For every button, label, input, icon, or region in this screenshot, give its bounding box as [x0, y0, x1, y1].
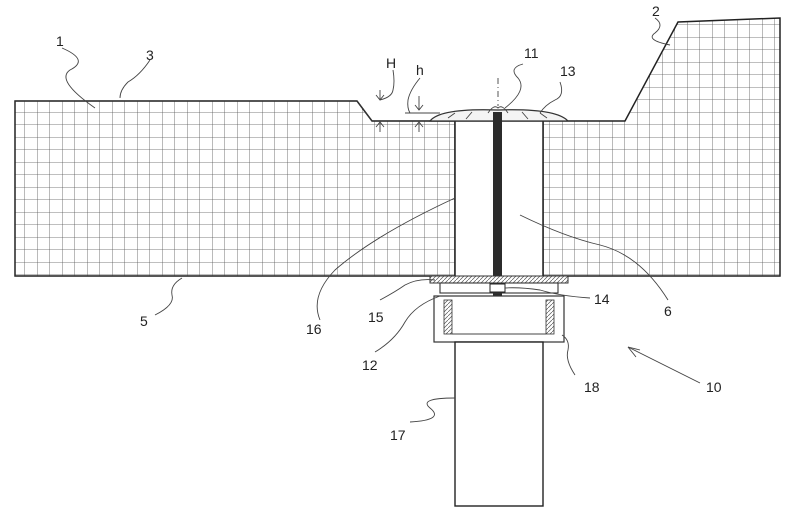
label-11: 11 — [524, 45, 539, 61]
label-10: 10 — [706, 379, 722, 395]
dim-arrow-H-top — [375, 90, 385, 101]
leader-3 — [119, 59, 151, 99]
leader-1 — [61, 47, 96, 109]
leader-15 — [379, 279, 436, 301]
label-17: 17 — [390, 427, 406, 443]
label-3: 3 — [146, 47, 154, 63]
coupling-thread-right — [545, 299, 555, 335]
leader-5 — [154, 277, 183, 316]
coupling-sleeve — [433, 295, 565, 343]
label-13: 13 — [560, 63, 576, 79]
label-1: 1 — [56, 33, 64, 49]
flange-ring — [429, 275, 569, 284]
leader-14 — [504, 287, 591, 299]
leader-16 — [316, 197, 456, 321]
center-rod — [493, 112, 502, 312]
cap-center-curl — [487, 106, 509, 114]
dim-arrow-H-bottom — [375, 121, 385, 132]
insulation-panel-left — [14, 100, 456, 277]
leader-10 — [627, 346, 701, 384]
leader-H — [379, 69, 395, 101]
label-16: 16 — [306, 321, 322, 337]
label-h: h — [416, 62, 424, 78]
leader-13 — [539, 81, 563, 114]
label-6: 6 — [664, 303, 672, 319]
label-H: H — [386, 55, 396, 71]
leader-2 — [651, 17, 671, 46]
coupling-thread-left — [443, 299, 453, 335]
cap-ribs — [447, 111, 548, 120]
label-15: 15 — [368, 309, 384, 325]
dim-arrow-h-bottom — [414, 121, 424, 132]
leader-h — [407, 77, 421, 114]
label-12: 12 — [362, 357, 378, 373]
leader-6 — [519, 214, 669, 301]
leader-11 — [504, 63, 524, 109]
insulation-panel-right — [542, 17, 781, 277]
rod-nut — [489, 283, 506, 293]
leader-17 — [409, 397, 456, 423]
dim-arrow-h-top — [414, 96, 424, 111]
drain-pipe — [454, 341, 544, 507]
leader-12 — [374, 295, 441, 353]
label-18: 18 — [584, 379, 600, 395]
label-2: 2 — [652, 3, 660, 19]
label-14: 14 — [594, 291, 610, 307]
label-5: 5 — [140, 313, 148, 329]
leader-10-arrowhead — [627, 346, 641, 358]
leader-18 — [561, 334, 576, 376]
top-surface-line — [15, 100, 455, 122]
